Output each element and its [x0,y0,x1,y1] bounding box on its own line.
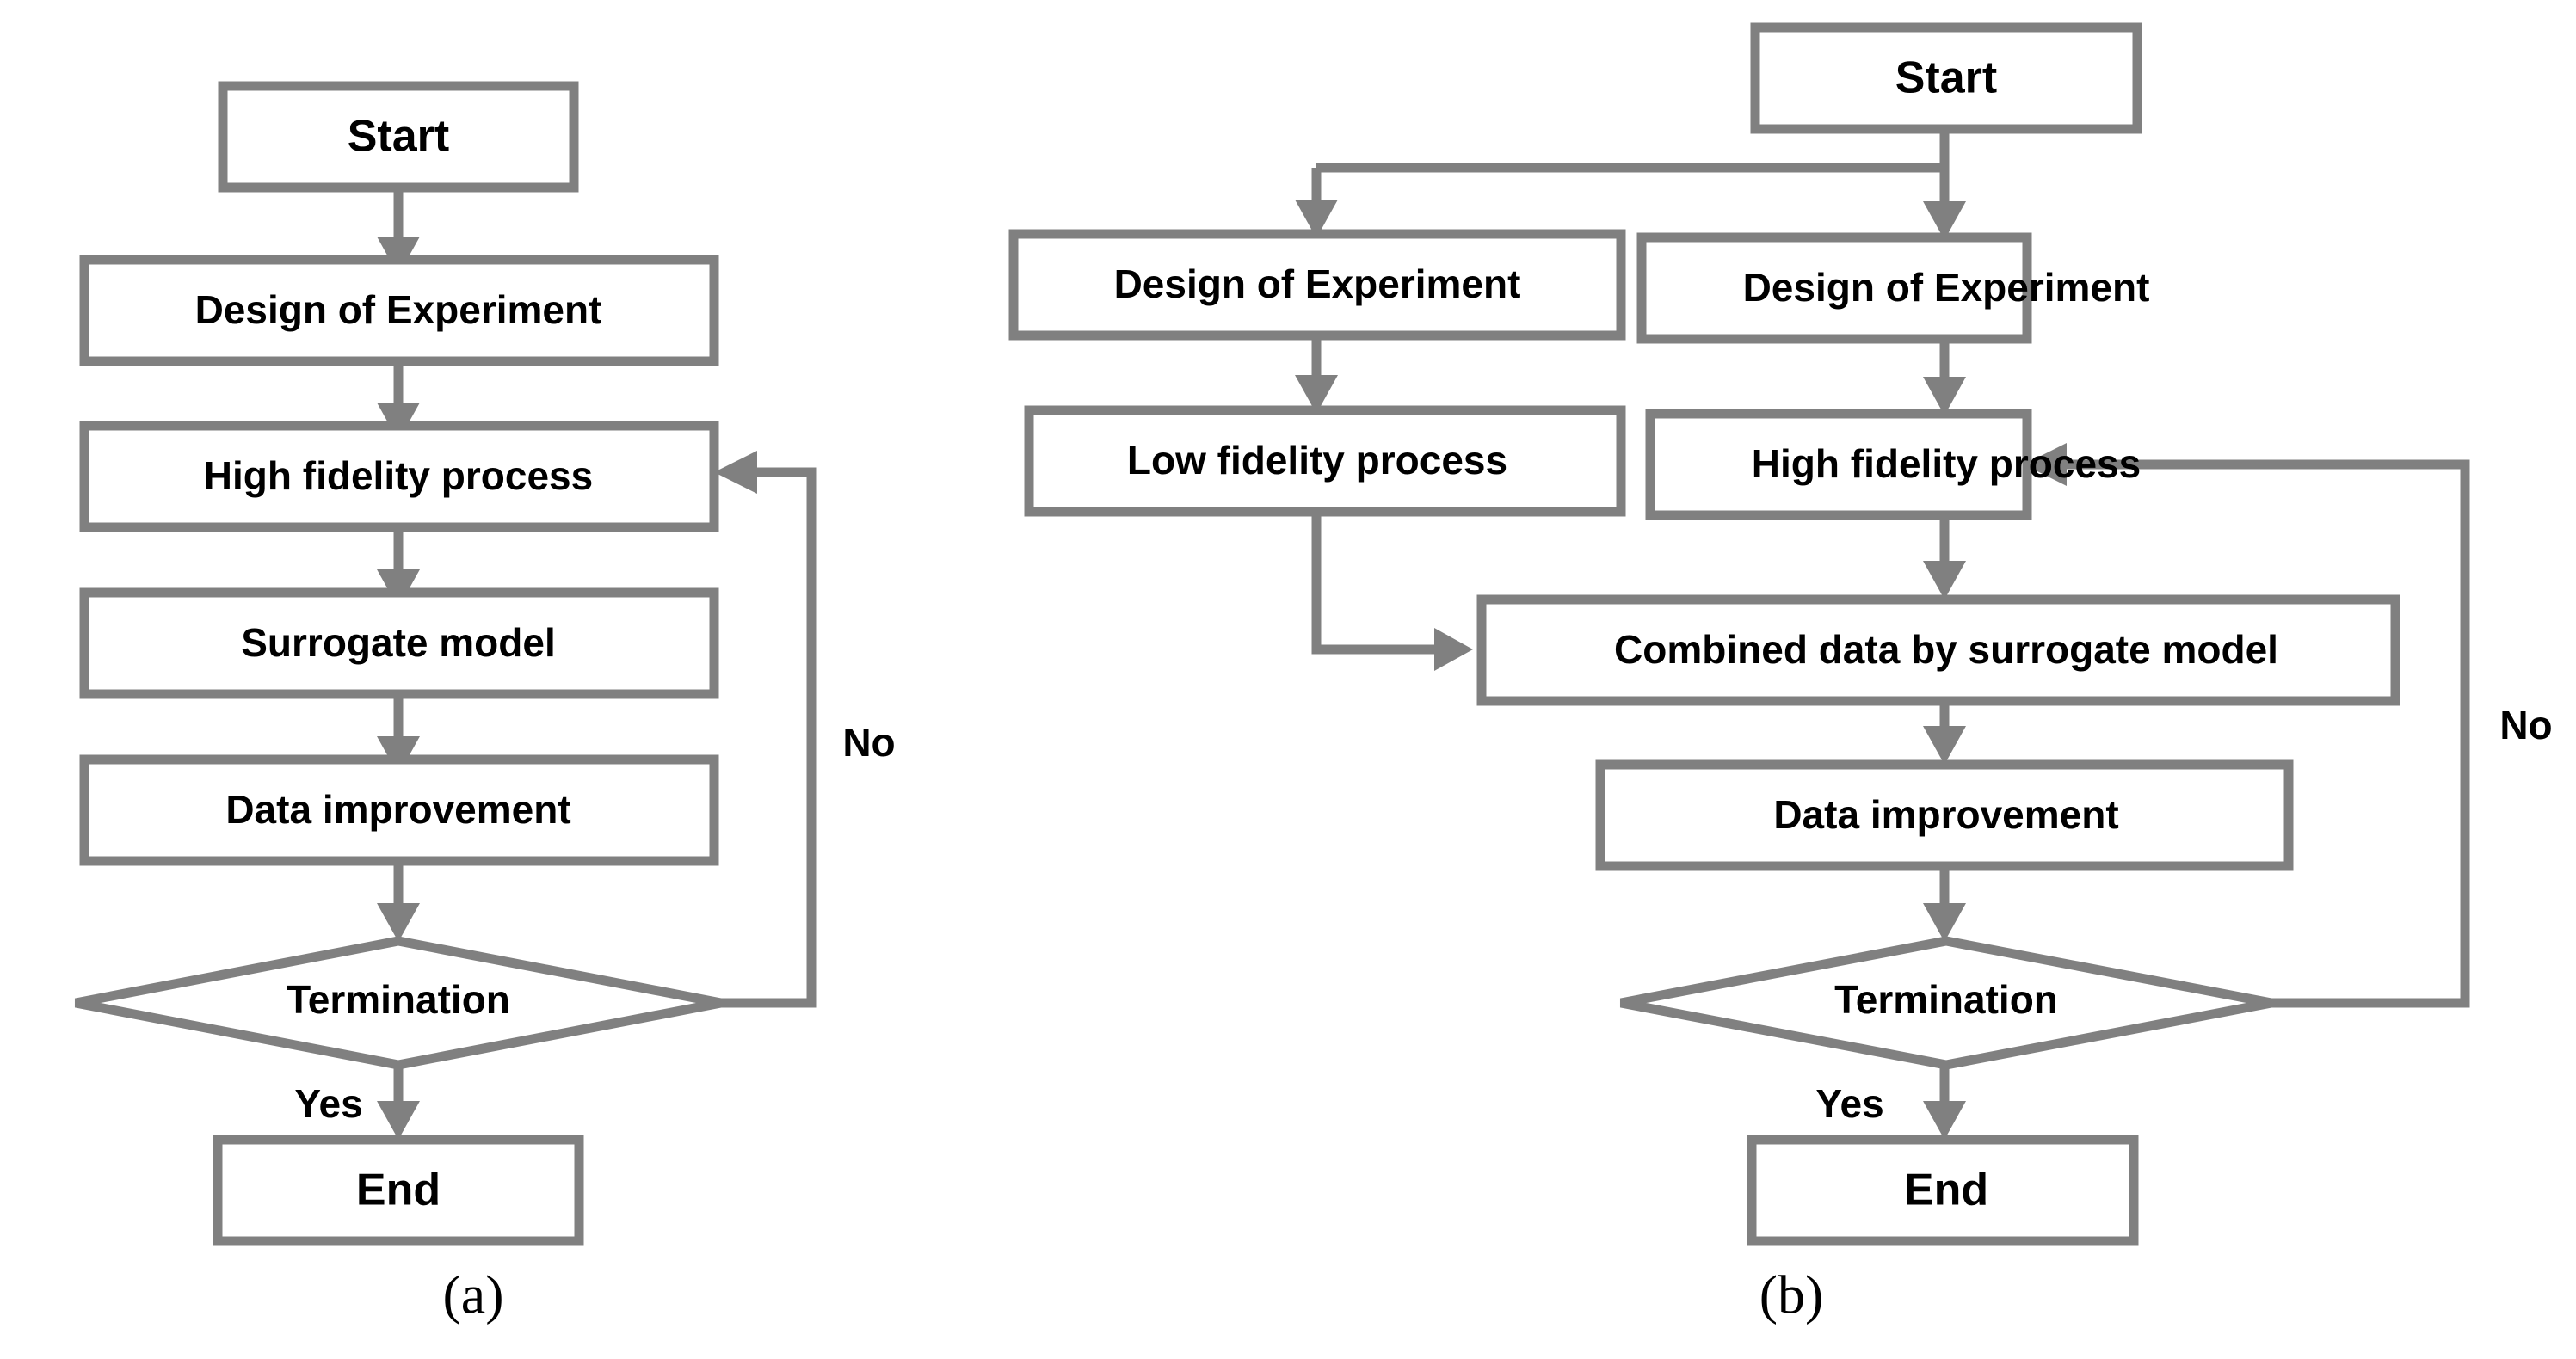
node-a-doe[interactable]: Design of Experiment [79,255,719,366]
node-b-doe-left[interactable]: Design of Experiment [1008,229,1626,341]
node-b-low-fidelity-box[interactable] [1024,405,1626,517]
arrowhead-b-low-to-combined [1434,628,1473,671]
node-a-high-fidelity-label: High fidelity process [204,453,593,498]
node-b-doe-left-box[interactable] [1008,229,1626,341]
panel-a-caption: (a) [442,1264,503,1325]
node-b-combined-data-box[interactable] [1476,594,2400,706]
node-a-start-box[interactable] [218,81,579,193]
arrowhead-b-no-loop [2024,443,2067,486]
node-b-data-improvement-label: Data improvement [1773,792,2118,837]
arrowhead-b-start-to-doe-left [1295,200,1338,238]
node-a-data-improvement[interactable]: Data improvement [79,754,719,866]
arrowhead-a-termination-to-end [377,1101,420,1140]
node-b-termination-diamond[interactable] [1619,936,2273,1070]
node-a-start[interactable]: Start [218,81,579,193]
edge-label-b-yes: Yes [1815,1081,1883,1126]
node-a-end-label: End [356,1165,441,1215]
arrowhead-b-high-to-combined [1923,561,1966,600]
node-a-data-improvement-label: Data improvement [225,787,570,832]
node-b-start[interactable]: Start [1750,22,2142,134]
node-b-data-improvement[interactable]: Data improvement [1595,759,2294,871]
node-b-low-fidelity[interactable]: Low fidelity process [1024,405,1626,517]
arrowhead-b-termination-to-end [1923,1101,1966,1140]
node-a-surrogate-model[interactable]: Surrogate model [79,587,719,699]
arrowhead-b-improve-to-termination [1923,903,1966,942]
node-b-doe-left-label: Design of Experiment [1114,261,1521,306]
panel-b: Start Design of Experiment Design of Exp… [1008,22,2553,1325]
node-a-high-fidelity-box[interactable] [79,421,719,532]
node-b-combined-data[interactable]: Combined data by surrogate model [1476,594,2400,706]
edge-label-a-no: No [842,720,895,765]
node-b-termination-label: Termination [1834,977,2058,1022]
node-b-doe-right-label: Design of Experiment [1743,265,2150,310]
node-b-doe-right[interactable]: Design of Experiment [1636,232,2150,344]
node-b-high-fidelity-box[interactable] [1645,409,2032,520]
arrowhead-b-start-to-doe-right [1923,201,1966,240]
node-a-surrogate-model-label: Surrogate model [241,620,556,665]
arrowhead-b-doe-right-to-high [1923,377,1966,415]
node-b-end-box[interactable] [1747,1135,2139,1246]
node-a-doe-box[interactable] [79,255,719,366]
node-a-data-improvement-box[interactable] [79,754,719,866]
edge-b-termination-to-high-no [2065,459,2470,1008]
node-a-termination-label: Termination [287,977,510,1022]
arrowhead-b-doe-left-to-low [1295,375,1338,414]
panel-a: Start Design of Experiment High fidelity… [74,81,896,1325]
node-b-data-improvement-box[interactable] [1595,759,2294,871]
edge-label-b-no: No [2499,703,2552,747]
node-b-start-label: Start [1895,53,1997,103]
node-b-end[interactable]: End [1747,1135,2139,1246]
arrowhead-b-combined-to-improve [1923,726,1966,765]
panel-b-caption: (b) [1759,1264,1824,1325]
node-a-termination-diamond[interactable] [74,936,723,1070]
node-a-doe-label: Design of Experiment [195,287,602,332]
node-a-termination[interactable]: Termination [74,936,723,1070]
node-a-high-fidelity[interactable]: High fidelity process [79,421,719,532]
node-b-low-fidelity-label: Low fidelity process [1127,438,1507,483]
edge-b-start-split-bar [1316,129,1950,173]
node-a-surrogate-model-box[interactable] [79,587,719,699]
edge-a-termination-to-high-no [721,467,817,1008]
arrowhead-a-no-loop [714,451,757,494]
node-b-combined-data-label: Combined data by surrogate model [1614,627,2278,672]
node-b-termination[interactable]: Termination [1619,936,2273,1070]
node-b-doe-right-box[interactable] [1636,232,2032,344]
node-a-end-box[interactable] [213,1135,584,1246]
node-a-start-label: Start [348,112,449,162]
node-a-end[interactable]: End [213,1135,584,1246]
node-b-end-label: End [1904,1165,1988,1215]
edge-b-low-to-combined [1311,510,1439,655]
node-b-high-fidelity-label: High fidelity process [1752,441,2141,486]
arrowhead-a-improve-to-termination [377,903,420,942]
node-b-start-box[interactable] [1750,22,2142,134]
edge-label-a-yes: Yes [294,1081,362,1126]
panel-b-connectors [1295,129,2470,1140]
node-b-high-fidelity[interactable]: High fidelity process [1645,409,2141,520]
